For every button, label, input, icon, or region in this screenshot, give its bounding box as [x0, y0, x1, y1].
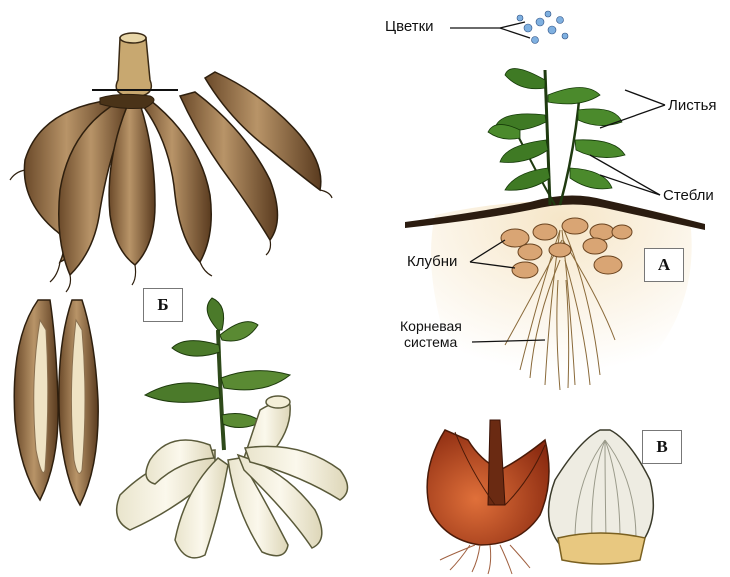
panel-letter-a: А [644, 248, 684, 282]
panel-letter-v: В [642, 430, 682, 464]
label-tubers: Клубни [407, 253, 457, 270]
label-leaves: Листья [668, 97, 717, 114]
dahlia-root-tubers [10, 33, 332, 292]
label-root-system-line1: Корневая [400, 318, 462, 334]
panel-letter-b: Б [143, 288, 183, 322]
label-flowers: Цветки [385, 18, 434, 35]
bulbs [427, 420, 653, 574]
label-stems: Стебли [663, 187, 714, 204]
tuber-sections [14, 300, 98, 505]
label-root-system-line2: система [404, 334, 457, 350]
sprouting-tuber [117, 298, 348, 558]
